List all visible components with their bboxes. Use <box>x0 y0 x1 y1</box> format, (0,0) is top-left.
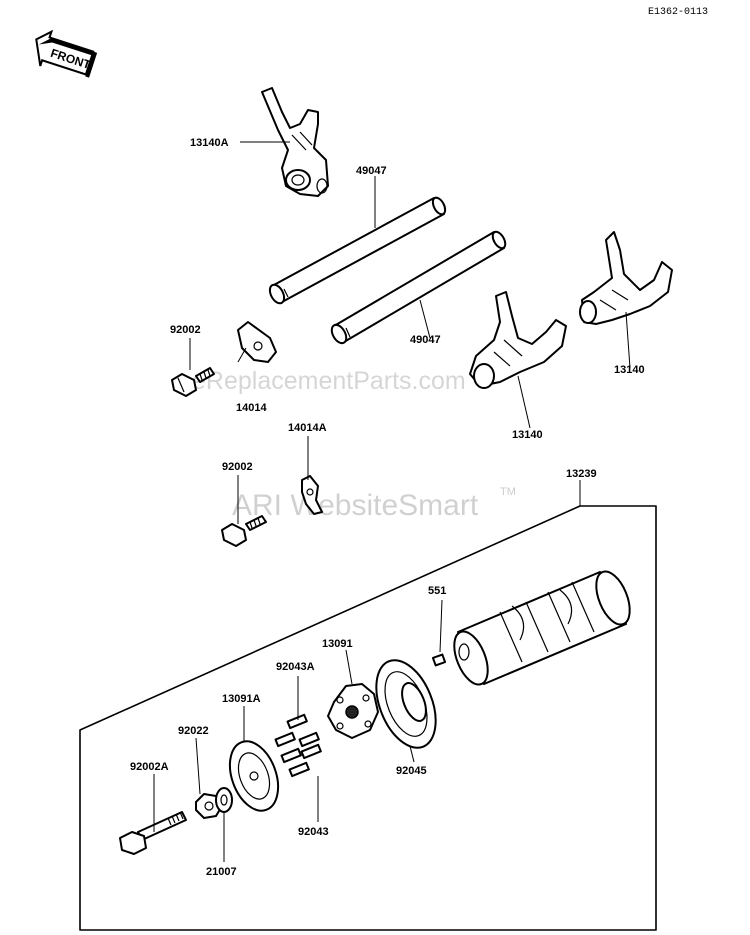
stopper-14014A <box>301 475 323 515</box>
assembly-outline-13239 <box>79 505 657 931</box>
plate-14014 <box>237 321 277 363</box>
label-21007: 21007 <box>206 866 237 878</box>
pins-92043A <box>274 713 320 748</box>
label-92002A: 92002A <box>130 761 169 773</box>
segment-plate-13091A <box>228 740 280 812</box>
leader-lines <box>153 141 631 862</box>
label-49047-top: 49047 <box>356 165 387 177</box>
bolt-92002-middle <box>221 515 267 547</box>
label-551: 551 <box>428 585 446 597</box>
label-49047-bottom: 49047 <box>410 334 441 346</box>
label-13091A: 13091A <box>222 693 261 705</box>
label-92045: 92045 <box>396 765 427 777</box>
bearing-92045 <box>375 659 437 749</box>
shift-fork-13140A <box>261 87 329 197</box>
bolt-92002-upper <box>171 367 215 397</box>
shift-drum <box>453 570 631 686</box>
pins-92043 <box>280 743 322 778</box>
ari-watermark-tm: TM <box>500 486 516 498</box>
label-14014A: 14014A <box>288 422 327 434</box>
shift-fork-13140-middle <box>469 291 567 389</box>
label-13140-right: 13140 <box>614 364 645 376</box>
label-13091: 13091 <box>322 638 353 650</box>
label-92002-top: 92002 <box>170 324 201 336</box>
front-arrow-badge: FRONT <box>35 29 98 78</box>
label-13140-middle: 13140 <box>512 429 543 441</box>
shift-rod-upper-49047 <box>268 196 447 305</box>
document-id: E1362-0113 <box>648 7 708 18</box>
shift-fork-13140-right <box>579 231 673 325</box>
label-14014: 14014 <box>236 402 267 414</box>
bolt-92002A <box>119 811 187 855</box>
collar-21007 <box>215 787 233 813</box>
label-92043: 92043 <box>298 826 329 838</box>
label-92022: 92022 <box>178 725 209 737</box>
label-13239: 13239 <box>566 468 597 480</box>
label-13140A: 13140A <box>190 137 229 149</box>
ari-watermark: ARI WebsiteSmart <box>232 489 479 522</box>
pin-551 <box>431 599 447 667</box>
label-92002-middle: 92002 <box>222 461 253 473</box>
label-92043A: 92043A <box>276 661 315 673</box>
site-watermark: eReplacementParts.com <box>192 367 466 395</box>
shift-rod-lower-49047 <box>330 230 507 345</box>
segment-plate-13091 <box>327 683 379 739</box>
